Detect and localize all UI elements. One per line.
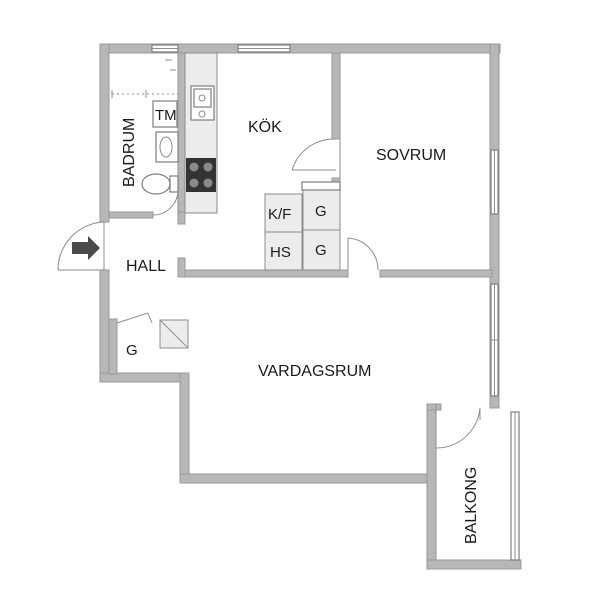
room-label-badrum: BADRUM [121,118,138,187]
room-label-kok: KÖK [248,118,282,136]
room-label-vardagsrum: VARDAGSRUM [258,363,372,380]
doors [57,138,481,449]
label-g-closet-lower: G [315,242,327,259]
room-labels: KÖK SOVRUM BADRUM HALL VARDAGSRUM BALKON… [121,118,480,544]
washbasin-icon [155,131,179,163]
label-g-closet-hall: G [126,342,138,359]
label-g-closet-upper: G [315,203,327,220]
closets [159,181,341,349]
room-label-hall: HALL [126,258,166,275]
label-hs: HS [270,244,291,261]
bathroom-fixtures [111,59,180,195]
fixture-labels: TM K/F HS G G G [126,107,327,359]
entrance-arrow-icon [72,236,100,260]
windows [151,44,520,561]
toilet-icon [141,173,179,195]
stove-icon [186,158,216,192]
room-label-sovrum: SOVRUM [376,147,446,164]
label-kf: K/F [268,206,291,223]
room-label-balkong: BALKONG [463,467,480,544]
kitchen-counter [184,52,218,214]
sink-icon [190,85,215,121]
label-tm: TM [155,107,177,124]
